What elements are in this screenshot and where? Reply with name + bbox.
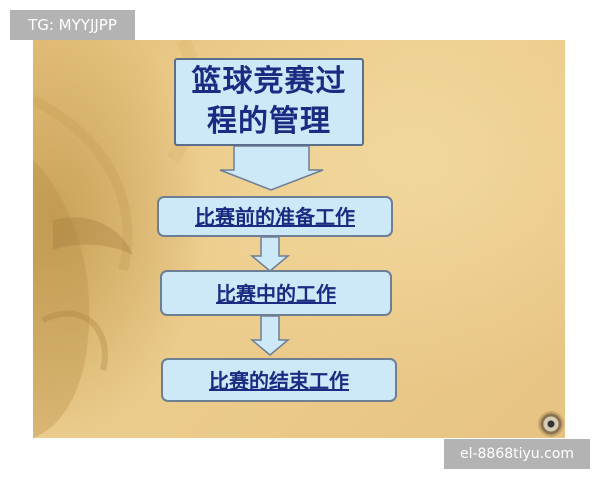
arrow-down-3 — [249, 315, 291, 356]
title-line-2: 程的管理 — [207, 104, 331, 139]
step-during-game: 比赛中的工作 — [160, 270, 392, 316]
step-after-game: 比赛的结束工作 — [161, 358, 397, 402]
watermark-text: el-8868tiyu.com — [459, 446, 575, 462]
watermark: el-8868tiyu.com — [444, 439, 590, 469]
flow-arrows — [219, 145, 324, 356]
step-before-game: 比赛前的准备工作 — [157, 196, 393, 237]
slide: 篮球竞赛过 程的管理 比赛前的准备工作 比赛中的工作 比赛的结束工作 — [33, 40, 565, 438]
step-after-game-label: 比赛的结束工作 — [209, 369, 349, 393]
step-during-game-label: 比赛中的工作 — [216, 282, 336, 306]
title-box: 篮球竞赛过 程的管理 — [174, 58, 364, 146]
tg-badge: TG: MYYJJPP — [10, 10, 135, 40]
disc-icon — [538, 411, 564, 437]
arrow-down-2 — [249, 236, 291, 272]
slide-decoration — [33, 40, 203, 438]
tg-badge-text: TG: MYYJJPP — [28, 16, 117, 34]
step-before-game-label: 比赛前的准备工作 — [195, 205, 355, 229]
title-line-1: 篮球竞赛过 — [191, 64, 347, 99]
arrow-down-1 — [219, 145, 324, 191]
